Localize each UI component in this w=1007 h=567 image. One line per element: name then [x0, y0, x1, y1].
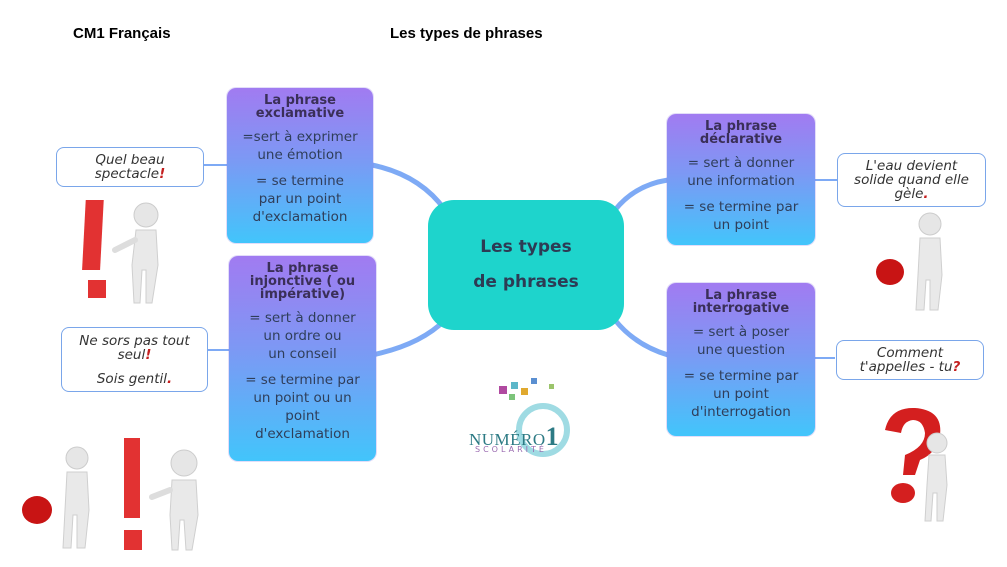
exclamation-figure-icon [82, 200, 159, 304]
question-mark: ? [952, 359, 961, 375]
example-text: Comment t'appelles - tu [859, 345, 953, 375]
example-text: Ne sors pas tout seul [79, 332, 190, 363]
node-definition: =sert à exprimer une émotion [242, 129, 358, 163]
central-node[interactable]: Les types de phrases [428, 200, 624, 330]
node-definition: = sert à donner une information [687, 155, 795, 189]
example-exclamative[interactable]: Quel beau spectacle! [56, 147, 204, 187]
page-title: Les types de phrases [390, 25, 543, 42]
example-text: L'eau devient solide quand elle gèle [854, 158, 969, 202]
thinker-ball-figure-icon [22, 446, 90, 549]
exclamation-figure-icon [124, 438, 199, 551]
example-text-2: Sois gentil [96, 370, 167, 387]
node-title: La phrase injonctive ( ou impérative) [249, 261, 356, 302]
subject-label: CM1 Français [73, 25, 171, 42]
numero1-scolarite-logo: NUMÉRO1 SCOLARITÉ [465, 370, 575, 460]
period-mark: . [167, 370, 173, 387]
logo-digit: 1 [545, 422, 560, 451]
period-mark: . [923, 186, 929, 202]
node-title: La phrase déclarative [699, 119, 783, 147]
example-text: Quel beau spectacle [94, 152, 165, 182]
logo-graphic-icon [499, 378, 570, 457]
node-title: La phrase interrogative [692, 288, 790, 316]
node-declarative[interactable]: La phrase déclarative = sert à donner un… [667, 114, 815, 245]
node-definition: = sert à poser une question [692, 324, 790, 358]
node-definition: = sert à donner un ordre ou un conseil [249, 310, 356, 362]
node-interrogative[interactable]: La phrase interrogative = sert à poser u… [667, 283, 815, 436]
central-node-line2: de phrases [473, 272, 579, 292]
logo-subtitle: SCOLARITÉ [475, 445, 547, 454]
logo-word: NUMÉRO [469, 430, 546, 449]
thinker-ball-figure-icon [876, 212, 943, 311]
node-injonctive[interactable]: La phrase injonctive ( ou impérative) = … [229, 256, 376, 461]
question-figure-icon [885, 407, 948, 522]
exclamation-mark: ! [145, 346, 152, 363]
node-ending-rule: = se termine par un point ou un point d'… [245, 372, 360, 442]
node-ending-rule: = se termine par un point d'interrogatio… [683, 368, 799, 420]
node-title: La phrase exclamative [255, 93, 345, 121]
node-ending-rule: = se termine par un point [683, 199, 799, 233]
exclamation-mark: ! [159, 166, 166, 182]
node-exclamative[interactable]: La phrase exclamative =sert à exprimer u… [227, 88, 373, 243]
example-declarative[interactable]: L'eau devient solide quand elle gèle. [837, 153, 986, 207]
example-interrogative[interactable]: Comment t'appelles - tu? [836, 340, 984, 380]
example-injonctive[interactable]: Ne sors pas tout seul! Sois gentil. [61, 327, 208, 392]
node-ending-rule: = se termine par un point d'exclamation [252, 173, 348, 225]
central-node-line1: Les types [480, 237, 572, 257]
